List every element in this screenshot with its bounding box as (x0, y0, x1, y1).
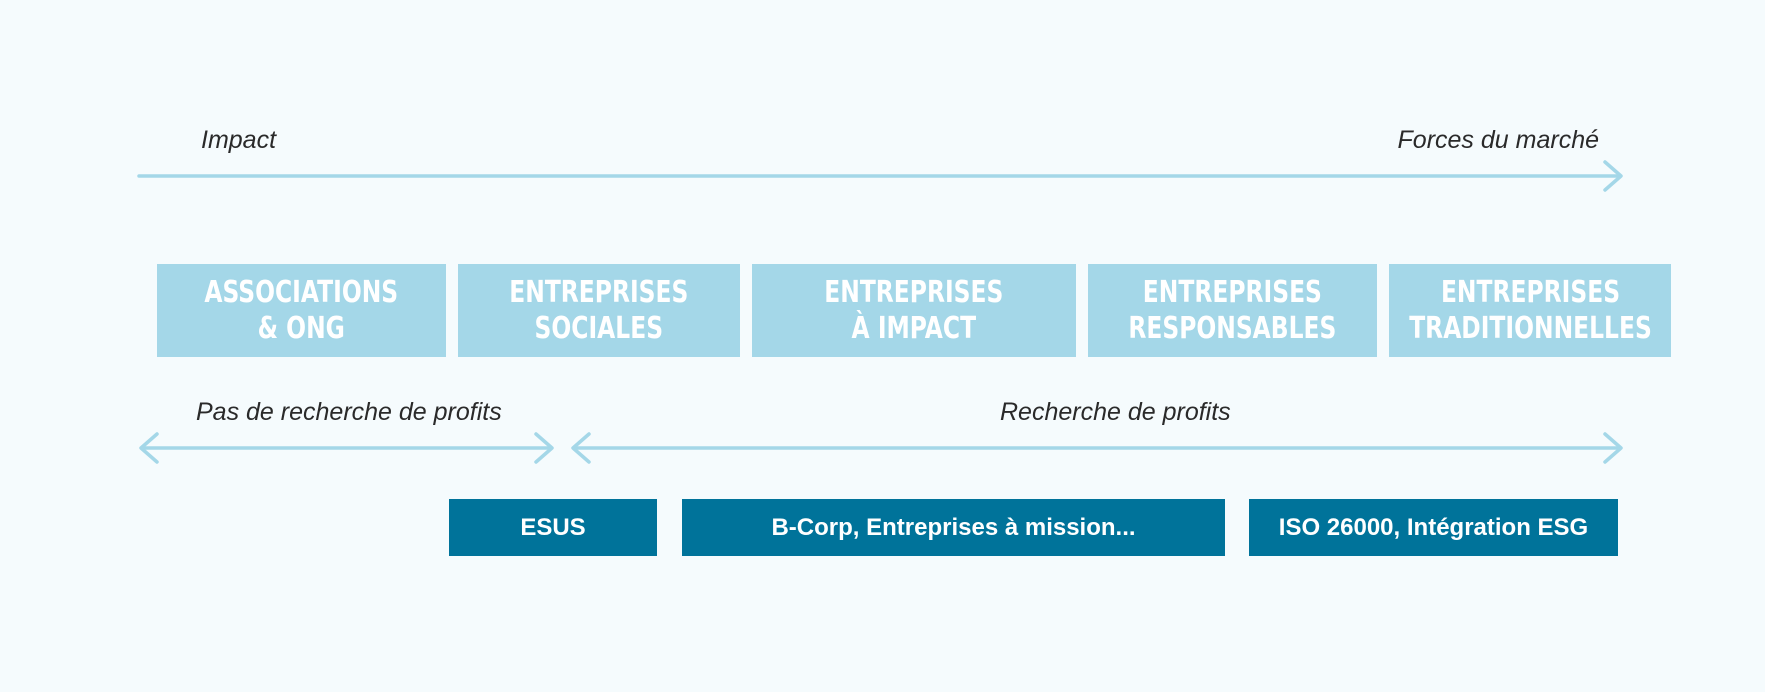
tag-label: B-Corp, Entreprises à mission... (771, 513, 1136, 541)
tag-label: ISO 26000, Intégration ESG (1278, 513, 1589, 541)
category-label: ENTREPRISES SOCIALES (509, 275, 688, 347)
tag-esus: ESUS (449, 499, 657, 556)
category-line2: À IMPACT (851, 310, 977, 346)
category-line2: SOCIALES (534, 310, 664, 346)
category-label: ENTREPRISES À IMPACT (824, 275, 1003, 347)
category-line1: ENTREPRISES (1440, 274, 1620, 310)
category-line2: RESPONSABLES (1128, 310, 1337, 346)
nonprofit-label: Pas de recherche de profits (196, 398, 502, 426)
market-forces-label: Forces du marché (1397, 126, 1599, 154)
category-entreprises-a-impact: ENTREPRISES À IMPACT (752, 264, 1076, 357)
profit-arrow (571, 432, 1623, 464)
top-axis-arrow (137, 160, 1623, 192)
tag-iso-esg: ISO 26000, Intégration ESG (1249, 499, 1618, 556)
category-associations-ong: ASSOCIATIONS & ONG (157, 264, 446, 357)
category-entreprises-sociales: ENTREPRISES SOCIALES (458, 264, 740, 357)
profit-label: Recherche de profits (1000, 398, 1231, 426)
category-entreprises-traditionnelles: ENTREPRISES TRADITIONNELLES (1389, 264, 1671, 357)
category-entreprises-responsables: ENTREPRISES RESPONSABLES (1088, 264, 1377, 357)
category-label: ENTREPRISES TRADITIONNELLES (1409, 275, 1652, 347)
category-label: ASSOCIATIONS & ONG (205, 275, 399, 347)
category-label: ENTREPRISES RESPONSABLES (1128, 275, 1336, 347)
nonprofit-arrow (139, 432, 554, 464)
category-line1: ASSOCIATIONS (204, 274, 399, 310)
category-line1: ENTREPRISES (1142, 274, 1323, 310)
category-line1: ENTREPRISES (509, 274, 689, 310)
tag-bcorp-mission: B-Corp, Entreprises à mission... (682, 499, 1225, 556)
impact-label: Impact (201, 126, 277, 154)
category-line1: ENTREPRISES (824, 274, 1004, 310)
category-line2: & ONG (257, 310, 346, 346)
tag-label: ESUS (520, 513, 586, 541)
category-line2: TRADITIONNELLES (1408, 310, 1652, 346)
